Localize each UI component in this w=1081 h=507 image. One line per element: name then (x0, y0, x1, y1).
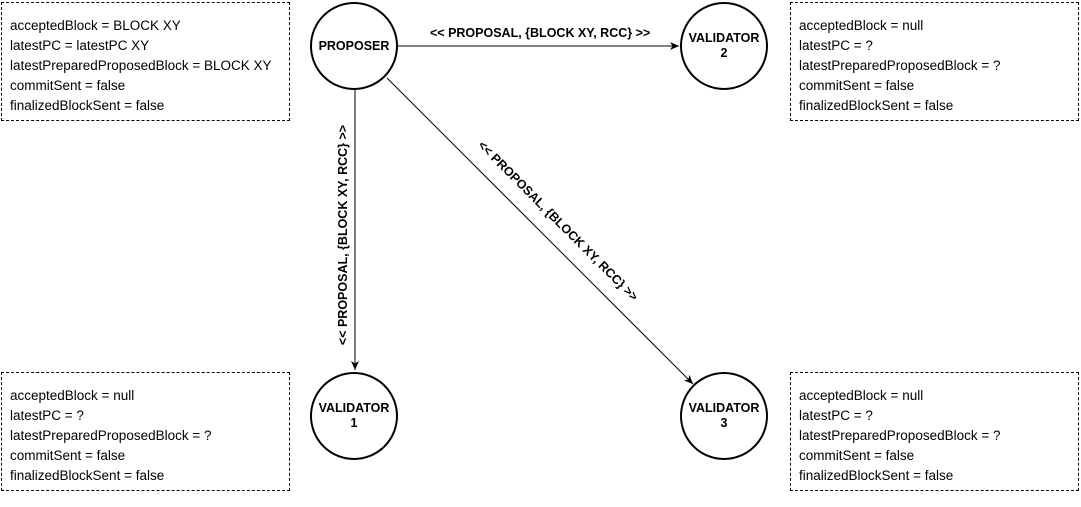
edge-label-validator1: << PROPOSAL, {BLOCK XY, RCC} >> (336, 124, 350, 346)
state-line: latestPC = latestPC XY (10, 38, 150, 53)
validator3-node: VALIDATOR 3 (680, 372, 768, 460)
state-line: commitSent = false (799, 78, 915, 93)
state-line: commitSent = false (799, 448, 915, 463)
validator3-state-box: acceptedBlock = null latestPC = ? latest… (790, 372, 1079, 491)
state-line: latestPC = ? (799, 38, 873, 53)
state-line: finalizedBlockSent = false (10, 98, 165, 113)
state-line: finalizedBlockSent = false (799, 98, 954, 113)
proposer-state-box: acceptedBlock = BLOCK XY latestPC = late… (1, 2, 290, 121)
state-line: acceptedBlock = null (799, 18, 924, 33)
node-label: VALIDATOR (688, 401, 760, 415)
validator1-state-box: acceptedBlock = null latestPC = ? latest… (1, 372, 290, 491)
state-line: latestPreparedProposedBlock = BLOCK XY (10, 58, 272, 73)
node-number: 1 (350, 416, 358, 430)
state-line: latestPreparedProposedBlock = ? (799, 428, 1001, 443)
state-line: finalizedBlockSent = false (10, 468, 165, 483)
state-line: finalizedBlockSent = false (799, 468, 954, 483)
state-line: commitSent = false (10, 448, 126, 463)
state-line: latestPC = ? (10, 408, 84, 423)
edge-proposer-validator3 (386, 77, 694, 385)
state-line: acceptedBlock = BLOCK XY (10, 18, 181, 33)
node-number: 2 (720, 46, 728, 60)
edge-label-validator2: << PROPOSAL, {BLOCK XY, RCC} >> (430, 26, 651, 40)
validator2-state-box: acceptedBlock = null latestPC = ? latest… (790, 2, 1079, 121)
node-label: VALIDATOR (318, 401, 390, 415)
state-line: acceptedBlock = null (799, 388, 924, 403)
validator1-node: VALIDATOR 1 (310, 372, 398, 460)
state-line: latestPC = ? (799, 408, 873, 423)
state-line: latestPreparedProposedBlock = ? (10, 428, 212, 443)
node-label: PROPOSER (318, 38, 390, 53)
state-line: latestPreparedProposedBlock = ? (799, 58, 1001, 73)
validator2-node: VALIDATOR 2 (680, 2, 768, 90)
proposer-node: PROPOSER (310, 2, 398, 90)
state-line: commitSent = false (10, 78, 126, 93)
node-number: 3 (720, 416, 728, 430)
state-line: acceptedBlock = null (10, 388, 135, 403)
node-label: VALIDATOR (688, 31, 760, 45)
